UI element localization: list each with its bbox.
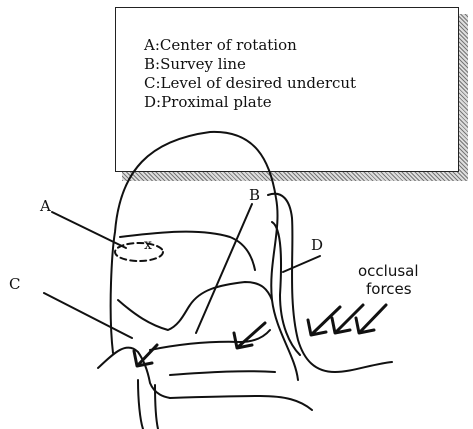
label-b: B bbox=[249, 186, 260, 204]
label-c: C bbox=[9, 275, 20, 293]
gingiva-right bbox=[170, 396, 312, 410]
pointer-b bbox=[196, 204, 252, 333]
pointer-d bbox=[283, 256, 320, 272]
force-arrow-shaft-2 bbox=[238, 323, 265, 347]
rotation-center-mark: x bbox=[144, 237, 152, 253]
root-outline bbox=[138, 380, 143, 429]
label-a: A bbox=[40, 197, 51, 215]
tooth-inner-contour bbox=[118, 282, 272, 330]
occlusal-arrow-shaft-3 bbox=[360, 305, 386, 332]
label-d: D bbox=[311, 236, 323, 254]
occlusal-forces-label-2: forces bbox=[366, 280, 412, 298]
lower-level-line bbox=[170, 371, 275, 375]
occlusal-forces-label-1: occlusal bbox=[358, 262, 419, 280]
occlusal-surface-curve bbox=[120, 232, 255, 270]
